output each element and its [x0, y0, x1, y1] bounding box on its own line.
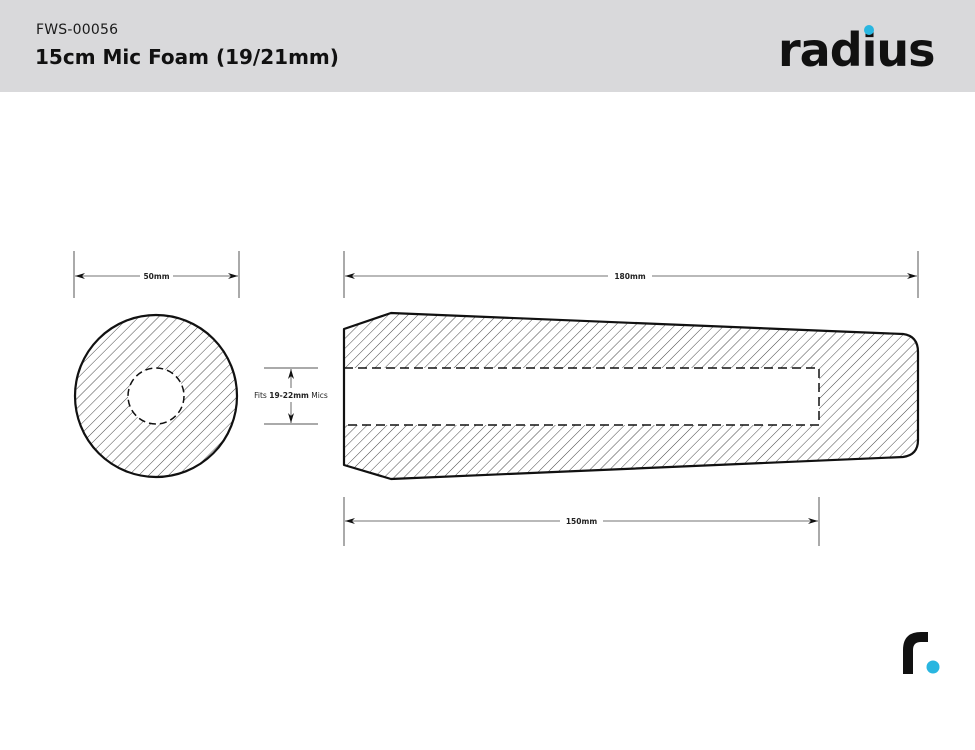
bore-fit-label: Fits 19-22mm Mics [254, 391, 328, 400]
bore-label-suffix: Mics [309, 391, 328, 400]
title-block: FWS-00056 15cm Mic Foam (19/21mm) radius [0, 0, 975, 92]
foam-side-section [344, 313, 918, 479]
overall-length-label: 180mm [614, 272, 645, 281]
outer-edge [73, 313, 239, 479]
r-glyph [903, 632, 928, 674]
bore-label-prefix: Fits [254, 391, 269, 400]
diameter-label: 50mm [143, 272, 169, 281]
side-view: 180mm 150mm [342, 251, 920, 546]
bore-hidden-line [127, 367, 185, 425]
bore-label-value: 19-22mm [269, 391, 309, 400]
bore-callout: Fits 19-22mm Mics [254, 367, 328, 425]
product-code: FWS-00056 [36, 22, 119, 38]
radius-r-mark-icon [903, 632, 940, 674]
logo-accent-dot [864, 25, 874, 35]
foam-outline [342, 311, 920, 481]
radius-logo: radius [778, 24, 936, 74]
accent-dot [926, 660, 940, 674]
foam-cross-section [75, 315, 237, 477]
bore-depth-label: 150mm [566, 517, 597, 526]
page-title: 15cm Mic Foam (19/21mm) [35, 45, 339, 69]
logo-wordmark: radius [778, 24, 935, 74]
end-view: 50mm [73, 251, 240, 479]
